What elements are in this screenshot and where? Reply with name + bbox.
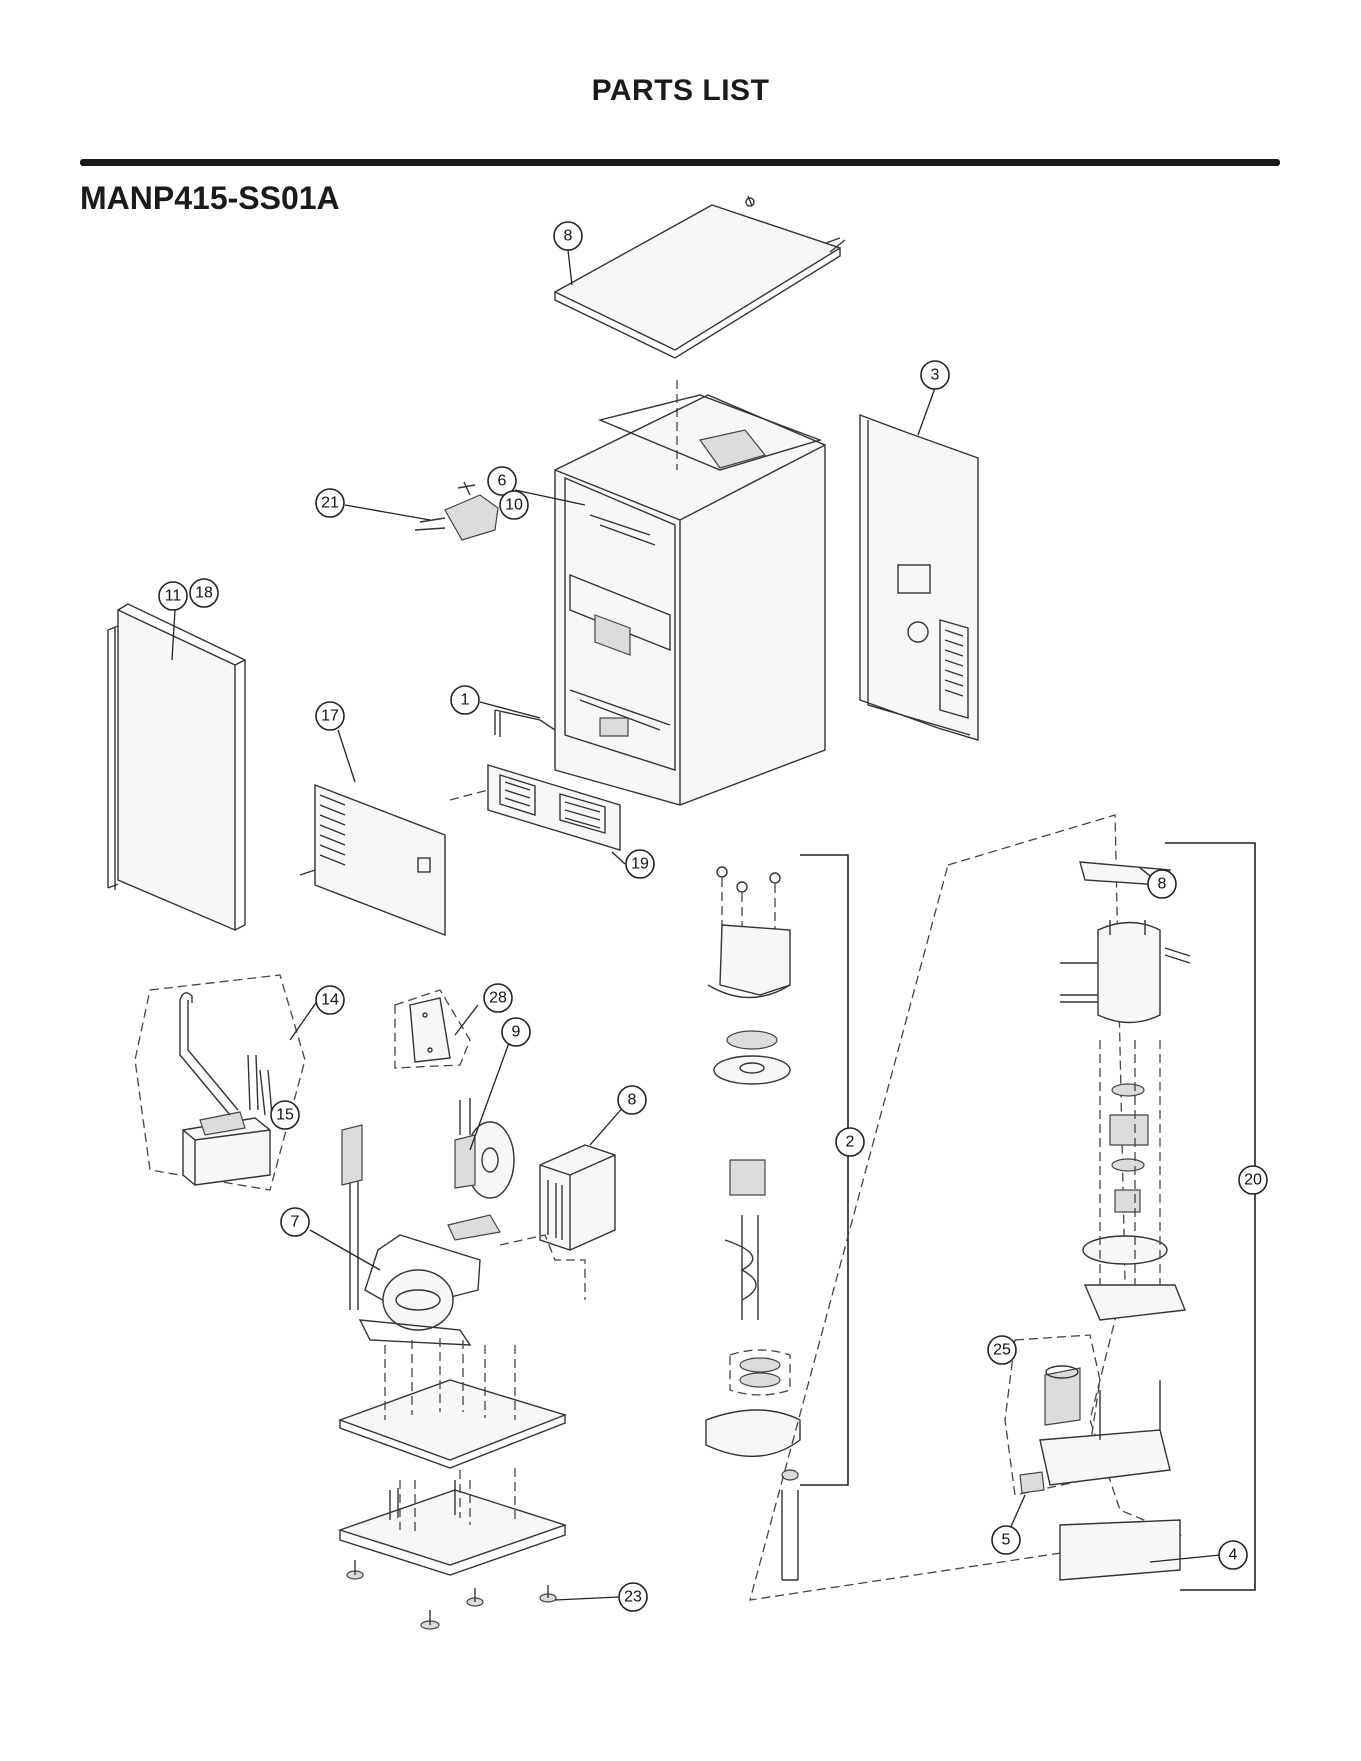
svg-text:7: 7 <box>291 1214 300 1231</box>
svg-text:6: 6 <box>498 473 507 490</box>
callout-7: 7 <box>281 1208 309 1236</box>
svg-text:11: 11 <box>165 588 182 605</box>
callout-8-top: 8 <box>554 222 582 250</box>
leveling-foot <box>347 1560 556 1629</box>
callout-3: 3 <box>921 361 949 389</box>
callout-15: 15 <box>271 1101 299 1129</box>
callout-9: 9 <box>502 1018 530 1046</box>
callout-11: 11 <box>159 582 187 610</box>
callout-17: 17 <box>316 702 344 730</box>
gear-motor-assembly <box>750 815 1255 1600</box>
svg-text:25: 25 <box>993 1342 1011 1359</box>
svg-text:17: 17 <box>321 708 339 725</box>
callout-5: 5 <box>992 1526 1020 1554</box>
front-door <box>108 604 245 930</box>
svg-text:19: 19 <box>631 856 649 873</box>
svg-text:14: 14 <box>321 992 339 1009</box>
callout-21: 21 <box>316 489 344 517</box>
control-board <box>415 482 498 540</box>
bottom-plate <box>340 1468 565 1629</box>
svg-text:28: 28 <box>489 990 507 1007</box>
callout-14: 14 <box>316 986 344 1014</box>
base-pan <box>340 1338 565 1468</box>
rear-panel <box>860 415 978 740</box>
callout-18: 18 <box>190 579 218 607</box>
callout-23: 23 <box>619 1583 647 1611</box>
svg-text:9: 9 <box>512 1024 521 1041</box>
callout-1: 1 <box>451 686 479 714</box>
water-pump-assembly <box>135 975 305 1190</box>
callout-2: 2 <box>836 1128 864 1156</box>
svg-text:20: 20 <box>1244 1172 1262 1189</box>
svg-text:4: 4 <box>1229 1547 1238 1564</box>
callout-25: 25 <box>988 1336 1016 1364</box>
svg-text:15: 15 <box>276 1107 294 1124</box>
evaporator-auger-assembly <box>706 855 848 1580</box>
cover-bracket <box>395 990 470 1068</box>
top-cover-panel <box>555 196 845 358</box>
svg-text:3: 3 <box>931 367 940 384</box>
condenser <box>500 1145 615 1300</box>
callout-10: 10 <box>500 491 528 519</box>
svg-text:2: 2 <box>846 1134 855 1151</box>
svg-text:8: 8 <box>564 228 573 245</box>
callout-20: 20 <box>1239 1166 1267 1194</box>
svg-text:21: 21 <box>321 495 339 512</box>
callout-28: 28 <box>484 984 512 1012</box>
svg-text:1: 1 <box>461 692 470 709</box>
svg-text:5: 5 <box>1002 1532 1011 1549</box>
svg-text:18: 18 <box>195 585 213 602</box>
callout-4: 4 <box>1219 1541 1247 1569</box>
svg-text:23: 23 <box>624 1589 642 1606</box>
callout-19: 19 <box>626 850 654 878</box>
louvered-lower-panel <box>300 785 445 935</box>
svg-text:10: 10 <box>505 497 523 514</box>
svg-text:8: 8 <box>628 1092 637 1109</box>
callout-8-right: 8 <box>1148 870 1176 898</box>
callout-8-mid: 8 <box>618 1086 646 1114</box>
main-cabinet <box>555 380 825 805</box>
svg-text:8: 8 <box>1158 876 1167 893</box>
